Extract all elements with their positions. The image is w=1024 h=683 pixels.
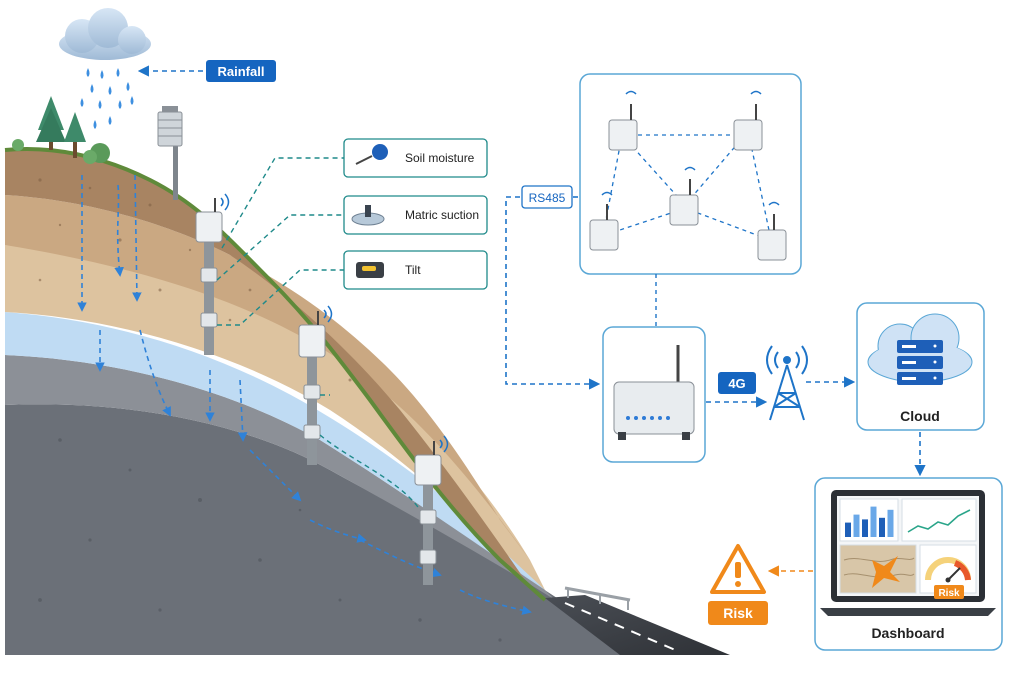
weathered-rock-layer bbox=[5, 355, 555, 600]
risk-alert-label: Risk bbox=[723, 605, 753, 621]
soil-texture bbox=[38, 178, 352, 382]
link-4g-label: 4G bbox=[728, 376, 745, 391]
dashboard-bar-group bbox=[845, 506, 894, 537]
road bbox=[545, 586, 730, 655]
raindrops bbox=[80, 68, 134, 129]
dashboard-label: Dashboard bbox=[871, 625, 944, 641]
rainfall-label: Rainfall bbox=[218, 64, 265, 79]
dashboard-line-chart bbox=[901, 498, 977, 542]
tilt-box: Tilt bbox=[343, 250, 488, 290]
dashboard-trend-line bbox=[907, 509, 971, 533]
dashboard-bar bbox=[879, 517, 885, 537]
gauge-needle bbox=[947, 567, 961, 581]
soil-moisture-box: Soil moisture bbox=[343, 138, 488, 178]
sensor-probe-3 bbox=[414, 435, 449, 585]
dashboard-bar bbox=[845, 522, 851, 537]
mesh-links bbox=[604, 134, 771, 241]
matric-suction-box: Matric suction bbox=[343, 195, 488, 235]
rock-texture bbox=[38, 438, 502, 642]
cell-tower-icon bbox=[766, 345, 808, 421]
water-infiltration-arrows bbox=[77, 174, 532, 615]
dashboard-bar bbox=[853, 514, 860, 537]
dashboard-bar bbox=[870, 506, 877, 537]
matric-suction-label: Matric suction bbox=[405, 208, 479, 222]
rainfall-label-box: Rainfall bbox=[206, 60, 276, 82]
warning-triangle-icon bbox=[710, 544, 766, 594]
dashboard-bar bbox=[862, 519, 868, 537]
middle-soil-layer bbox=[5, 195, 530, 560]
gateway-icon bbox=[613, 345, 695, 440]
tilt-label: Tilt bbox=[405, 263, 421, 277]
tiltmeter-icon bbox=[356, 262, 384, 278]
topsoil-layer bbox=[5, 149, 525, 580]
sensor-callout-lines bbox=[216, 157, 421, 511]
rs485-label-box: RS485 bbox=[521, 185, 573, 209]
rs485-link bbox=[505, 196, 601, 390]
dashboard-bar bbox=[887, 509, 894, 537]
landslide-hotspot-icon bbox=[872, 556, 900, 588]
rs485-label: RS485 bbox=[529, 191, 566, 205]
weather-station-icon bbox=[157, 106, 183, 200]
laptop-icon: Risk bbox=[820, 490, 996, 616]
bedrock-layer bbox=[5, 404, 720, 655]
tensiometer-icon bbox=[351, 205, 385, 226]
soil-moisture-sensor-icon bbox=[355, 144, 388, 165]
cloud-icon bbox=[59, 8, 151, 60]
risk-alert-badge: Risk bbox=[708, 601, 768, 625]
tree-icon bbox=[12, 96, 110, 164]
wireless-sensor-node-icon bbox=[589, 90, 787, 261]
gauge-risk-label: Risk bbox=[938, 588, 960, 599]
groundwater-layer bbox=[5, 312, 545, 590]
sensor-probe-2 bbox=[298, 305, 333, 465]
cloud-server-icon bbox=[867, 313, 973, 385]
sensor-probe-1 bbox=[195, 193, 230, 355]
soil-moisture-label: Soil moisture bbox=[405, 151, 475, 165]
guardrail bbox=[564, 586, 631, 610]
link-4g-box: 4G bbox=[718, 372, 756, 394]
cloud-label: Cloud bbox=[900, 408, 940, 424]
